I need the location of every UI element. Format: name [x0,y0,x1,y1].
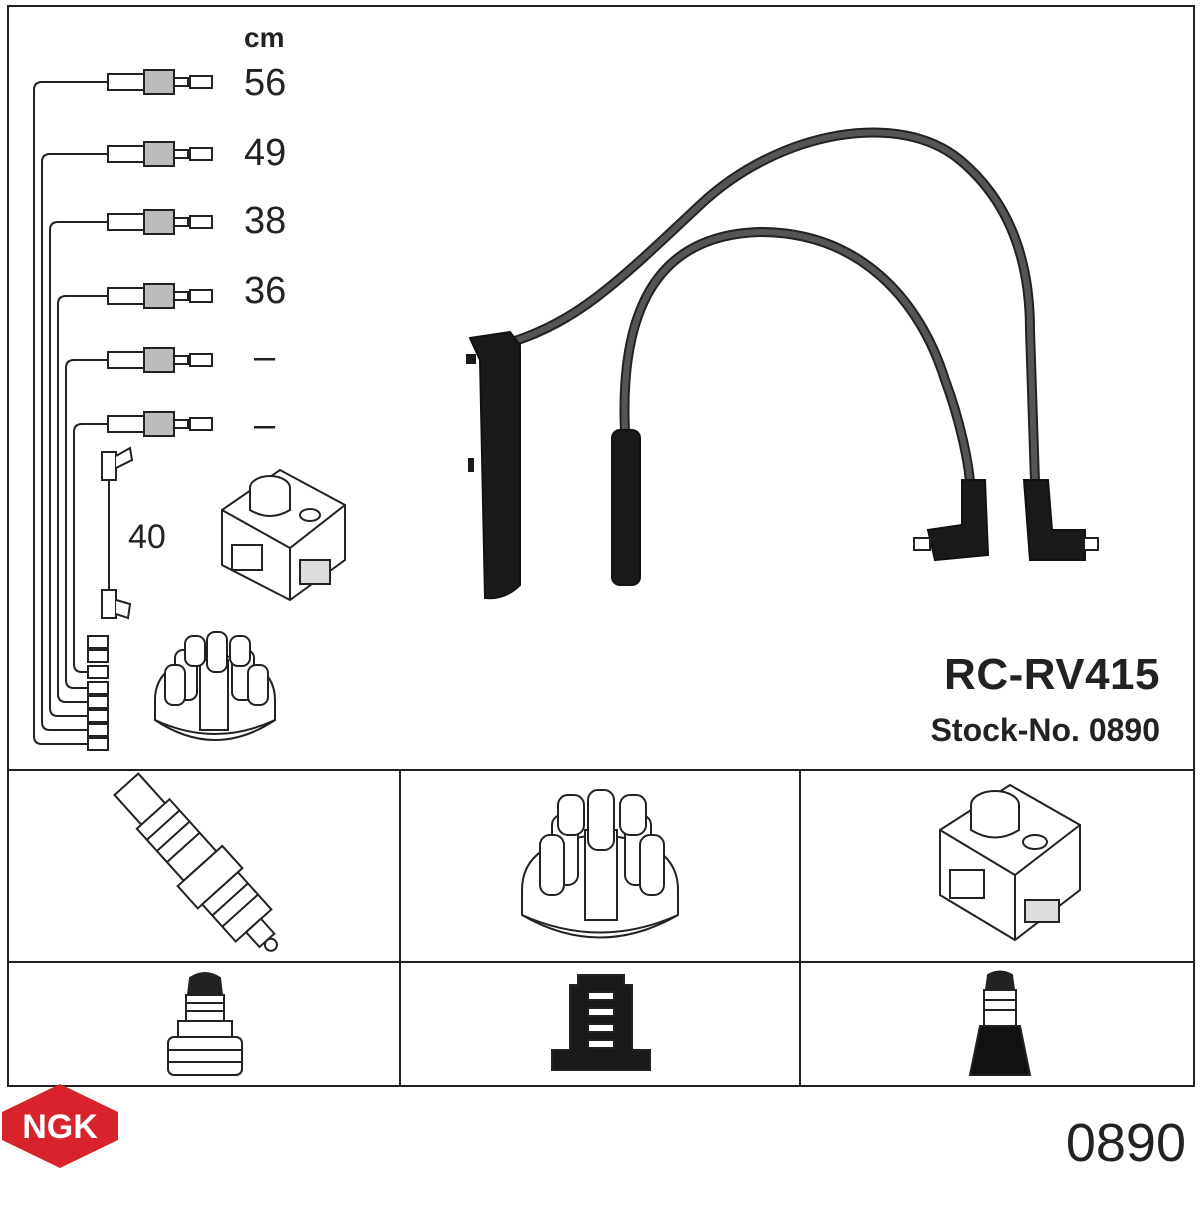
cap-terminal-icon [551,974,651,1071]
plug-terminal-icon [167,972,243,1076]
length-label-2: 49 [244,132,287,174]
unit-label: cm [244,22,285,53]
connector-2 [107,141,213,167]
connector-5 [107,347,213,373]
connector-1 [107,69,213,95]
ngk-logo: NGK [2,1084,118,1168]
ignition-cable-set [466,127,1099,600]
connector-3 [107,209,213,235]
length-label-6: – [254,404,276,446]
coil-terminal-icon [968,970,1032,1076]
coil-lead [101,446,134,620]
stock-number: Stock-No. 0890 [930,712,1160,748]
distributor-cap-small-icon [154,631,276,741]
connector-4 [107,283,213,309]
length-label-3: 38 [244,200,287,242]
connector-6 [107,411,213,437]
ngk-logo-text: NGK [22,1108,98,1146]
ignition-coil-small-icon [221,468,346,602]
connectors [87,69,213,751]
cable-schematic [33,81,108,745]
distributor-cap-icon [521,789,679,939]
frame [7,5,1195,1087]
ignition-coil-icon [939,783,1081,942]
model-number: RC-RV415 [944,650,1160,699]
length-label-1: 56 [244,62,287,104]
part-number: 0890 [1065,1113,1186,1173]
length-label-4: 36 [244,270,287,312]
coil-lead-length: 40 [128,518,166,556]
spark-plug-icon [113,772,278,952]
length-label-5: – [254,336,276,378]
